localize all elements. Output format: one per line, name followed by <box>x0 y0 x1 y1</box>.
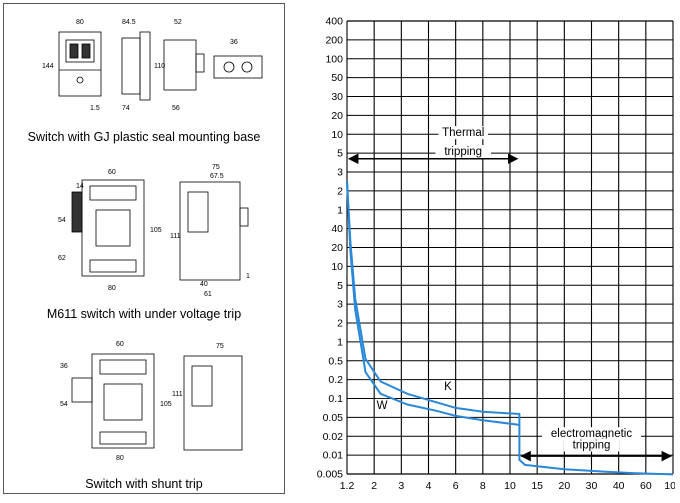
dim-label: 1.5 <box>90 105 100 112</box>
x-tick-label: 3 <box>398 480 404 492</box>
dim-label: 36 <box>230 39 238 46</box>
dim-label: 111 <box>172 391 183 398</box>
dim-label: 54 <box>58 217 66 224</box>
annotation-background <box>542 427 641 441</box>
dim-label: 56 <box>172 105 180 112</box>
annotation-label: W <box>377 400 388 412</box>
dim-label: 110 <box>154 63 165 70</box>
y-tick-label: 3 <box>337 299 343 311</box>
dim-label: 52 <box>174 19 182 26</box>
annotation-label: electromagnetic <box>551 428 632 440</box>
y-tick-label: 0.005 <box>317 469 343 481</box>
x-tick-label: 30 <box>586 480 598 492</box>
dim-label: 36 <box>60 363 68 370</box>
dim-label: 62 <box>58 255 66 262</box>
y-tick-label: 0.01 <box>323 450 344 462</box>
annotation-label: tripping <box>573 440 611 452</box>
annotation-background <box>441 380 455 394</box>
y-tick-label: 200 <box>325 34 343 46</box>
dim-label: 74 <box>122 105 130 112</box>
y-tick-label: 400 <box>325 16 343 28</box>
y-tick-label: 20 <box>331 242 343 254</box>
y-axis-ticks: 400 200 100 50 30 20 10 5 3 2 1 40 20 10 5 3 2 1 0.5 0.2 0.1… <box>317 16 343 481</box>
dim-label: 111 <box>170 233 181 240</box>
y-tick-label: 30 <box>331 91 343 103</box>
y-tick-label: 5 <box>337 280 343 292</box>
x-tick-label: 8 <box>480 480 486 492</box>
caption-shunt-trip: Switch with shunt trip <box>85 477 203 491</box>
y-tick-label: 0.1 <box>328 393 343 405</box>
dim-label: 105 <box>160 401 172 408</box>
y-tick-label: 3 <box>337 167 343 179</box>
curve-w <box>346 181 520 426</box>
chart-grid <box>346 20 674 475</box>
product-drawings-panel: 80 84.5 52 36 144 110 1.5 74 56 Switch w… <box>3 3 285 494</box>
dim-label: 75 <box>212 164 220 171</box>
dim-label: 105 <box>150 227 162 234</box>
x-tick-label: 100 <box>664 480 675 492</box>
y-tick-label: 2 <box>337 318 343 330</box>
y-tick-label: 2 <box>337 185 343 197</box>
tripping-curve-chart: 400 200 100 50 30 20 10 5 3 2 1 40 20 10 5 3 2 1 0.5 0.2 0.1… <box>317 16 675 493</box>
y-tick-label: 0.5 <box>328 355 343 367</box>
x-tick-label: 40 <box>613 480 625 492</box>
dim-label: 75 <box>216 343 224 350</box>
shunt-trip-drawing: 60 75 36 54 105 111 80 <box>60 341 243 462</box>
dim-label: 40 <box>200 281 208 288</box>
x-tick-label: 6 <box>453 480 459 492</box>
dim-label: 84.5 <box>122 19 136 26</box>
annotation-label: K <box>444 381 452 393</box>
x-tick-label: 4 <box>426 480 432 492</box>
annotation-background <box>435 145 492 159</box>
y-tick-label: 20 <box>331 110 343 122</box>
dim-label: 60 <box>108 169 116 176</box>
dim-label: 67.5 <box>210 173 224 180</box>
curves <box>346 181 674 476</box>
y-tick-label: 10 <box>331 261 343 273</box>
annotation-background <box>438 126 488 140</box>
caption-gj-base: Switch with GJ plastic seal mounting bas… <box>27 130 261 144</box>
m611-drawing: 60 75 67.5 54 62 14 105 111 80 40 61 1 <box>58 164 250 298</box>
caption-m611: M611 switch with under voltage trip <box>46 307 242 321</box>
y-tick-label: 100 <box>325 53 343 65</box>
annotation-background <box>375 398 389 412</box>
dim-label: 61 <box>204 291 212 298</box>
dim-label: 80 <box>108 285 116 292</box>
x-tick-label: 20 <box>558 480 570 492</box>
annotation-label: tripping <box>444 146 482 158</box>
annotation-label: Thermal <box>442 127 484 139</box>
y-tick-label: 10 <box>331 129 343 141</box>
dim-label: 60 <box>116 341 124 348</box>
x-tick-label: 15 <box>531 480 543 492</box>
gj-base-drawing: 80 84.5 52 36 144 110 1.5 74 56 <box>42 19 263 112</box>
y-tick-label: 0.05 <box>323 412 344 424</box>
x-tick-label: 2 <box>371 480 377 492</box>
dim-label: 54 <box>60 401 68 408</box>
dim-label: 80 <box>76 19 84 26</box>
arrows <box>347 153 673 462</box>
y-tick-label: 0.02 <box>323 431 344 443</box>
y-tick-label: 50 <box>331 72 343 84</box>
x-tick-label: 10 <box>504 480 516 492</box>
curve-k <box>346 181 674 476</box>
annotation-background <box>563 438 620 452</box>
y-tick-label: 5 <box>337 148 343 160</box>
y-tick-label: 1 <box>337 204 343 216</box>
dim-label: 1 <box>246 273 250 280</box>
x-tick-label: 1.2 <box>340 480 355 492</box>
x-tick-label: 60 <box>640 480 652 492</box>
dim-label: 144 <box>42 63 54 70</box>
x-axis-ticks: 1.2 2 3 4 6 8 10 15 20 30 40 60 100 <box>340 480 675 492</box>
y-tick-label: 1 <box>337 336 343 348</box>
y-tick-label: 40 <box>331 223 343 235</box>
y-tick-label: 0.2 <box>328 374 343 386</box>
dim-label: 14 <box>76 183 84 190</box>
dim-label: 80 <box>116 455 124 462</box>
